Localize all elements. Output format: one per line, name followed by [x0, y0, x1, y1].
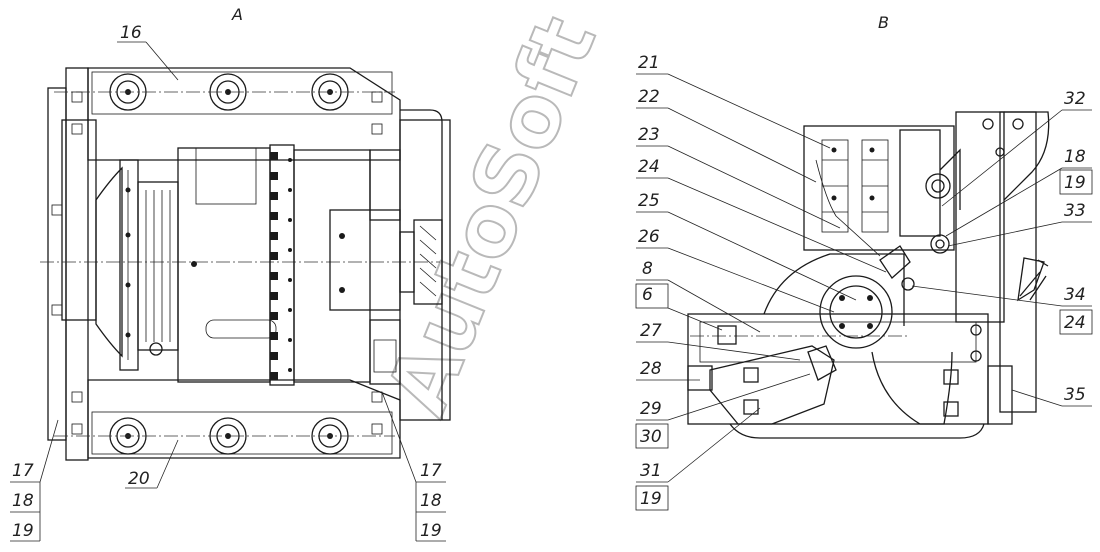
callout-16: 16 — [120, 23, 142, 43]
callout-8: 8 — [642, 259, 653, 279]
callout-18-left: 18 — [12, 491, 34, 511]
callout-19-right: 19 — [420, 521, 442, 541]
callout-17-right: 17 — [420, 461, 442, 481]
callout-24-b: 24 — [1064, 313, 1086, 333]
callout-29: 29 — [640, 399, 662, 419]
callout-30: 30 — [640, 427, 662, 447]
callout-18: 18 — [1064, 147, 1086, 167]
callout-17-left: 17 — [12, 461, 34, 481]
view-a-callouts: 16 20 17 18 19 17 18 19 — [10, 23, 446, 542]
gear — [819, 275, 893, 349]
callout-21: 21 — [638, 53, 660, 73]
callout-28: 28 — [640, 359, 662, 379]
callout-18-right: 18 — [420, 491, 442, 511]
callout-6: 6 — [642, 285, 653, 305]
view-b-callouts: 21 22 23 24 25 26 8 6 27 28 29 30 31 19 … — [635, 53, 1093, 511]
callout-27: 27 — [640, 321, 662, 341]
side-bolts — [51, 91, 383, 435]
view-a-title: A — [231, 5, 243, 24]
callout-25: 25 — [638, 191, 660, 211]
callout-19-b: 19 — [640, 489, 662, 509]
callout-32: 32 — [1064, 89, 1086, 109]
clutch-teeth — [270, 152, 292, 380]
callout-24: 24 — [638, 157, 660, 177]
callout-20: 20 — [128, 469, 150, 489]
callout-26: 26 — [638, 227, 660, 247]
view-a: A — [40, 5, 451, 461]
watermark: AutoSoft — [368, 4, 615, 428]
callout-31: 31 — [640, 461, 662, 481]
callout-22: 22 — [638, 87, 660, 107]
callout-19-left: 19 — [12, 521, 34, 541]
callout-34: 34 — [1064, 285, 1086, 305]
view-b: B — [687, 13, 1050, 439]
view-b-title: B — [878, 13, 889, 32]
callout-35: 35 — [1064, 385, 1086, 405]
callout-33: 33 — [1064, 201, 1086, 221]
callout-23: 23 — [638, 125, 660, 145]
callout-19: 19 — [1064, 173, 1086, 193]
